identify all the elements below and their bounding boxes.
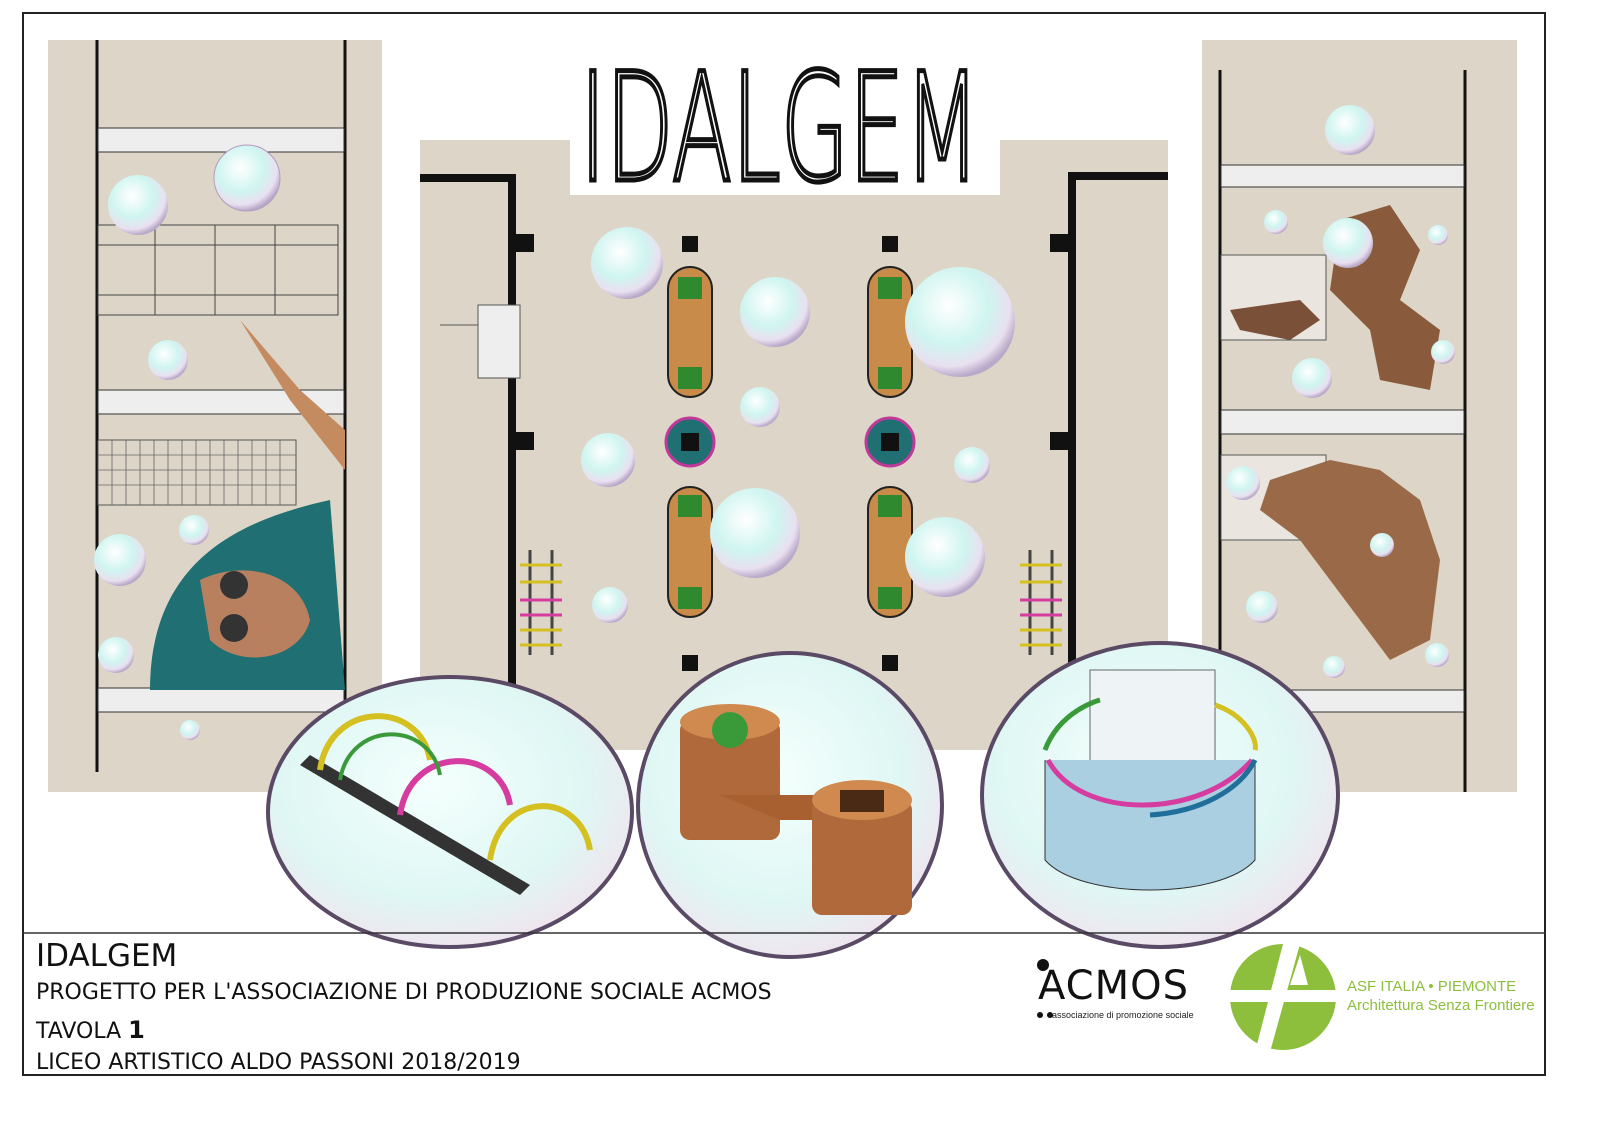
sheet-label: TAVOLA bbox=[36, 1019, 122, 1044]
left-elevation-panel bbox=[48, 40, 382, 792]
acmos-tagline: associazione di promozione sociale bbox=[1052, 1010, 1194, 1020]
footer-project-title: IDALGEM bbox=[36, 938, 178, 974]
poster-frame bbox=[22, 12, 1546, 1076]
acmos-logo-mark bbox=[1037, 959, 1053, 1018]
planter-bench-detail-bubble bbox=[636, 651, 944, 959]
asf-logo-mark bbox=[1230, 944, 1336, 1052]
footer-school: LICEO ARTISTICO ALDO PASSONI 2018/2019 bbox=[36, 1050, 521, 1075]
bike-rack-plan bbox=[520, 550, 1062, 655]
footer-project-subtitle: PROGETTO PER L'ASSOCIAZIONE DI PRODUZION… bbox=[36, 980, 772, 1005]
asf-line1: ASF ITALIA • PIEMONTE bbox=[1347, 978, 1517, 995]
asf-line2: Architettura Senza Frontiere bbox=[1347, 997, 1535, 1014]
bike-rack-detail-bubble bbox=[266, 675, 634, 949]
footer-sheet: TAVOLA 1 bbox=[36, 1016, 145, 1044]
acmos-name: ACMOS bbox=[1038, 963, 1189, 1009]
title-lettering-layer: IDALGEM bbox=[578, 40, 983, 190]
sheet-number: 1 bbox=[128, 1016, 145, 1044]
school-year: 2018/2019 bbox=[401, 1050, 521, 1075]
school-name: LICEO ARTISTICO ALDO PASSONI bbox=[36, 1050, 395, 1075]
acmos-logo: ACMOS associazione di promozione sociale bbox=[1030, 955, 1200, 1025]
column-seat-detail-bubble bbox=[980, 641, 1340, 949]
asf-logo-text: ASF ITALIA • PIEMONTE Architettura Senza… bbox=[1347, 977, 1535, 1015]
title-lettering: IDALGEM bbox=[580, 42, 980, 190]
